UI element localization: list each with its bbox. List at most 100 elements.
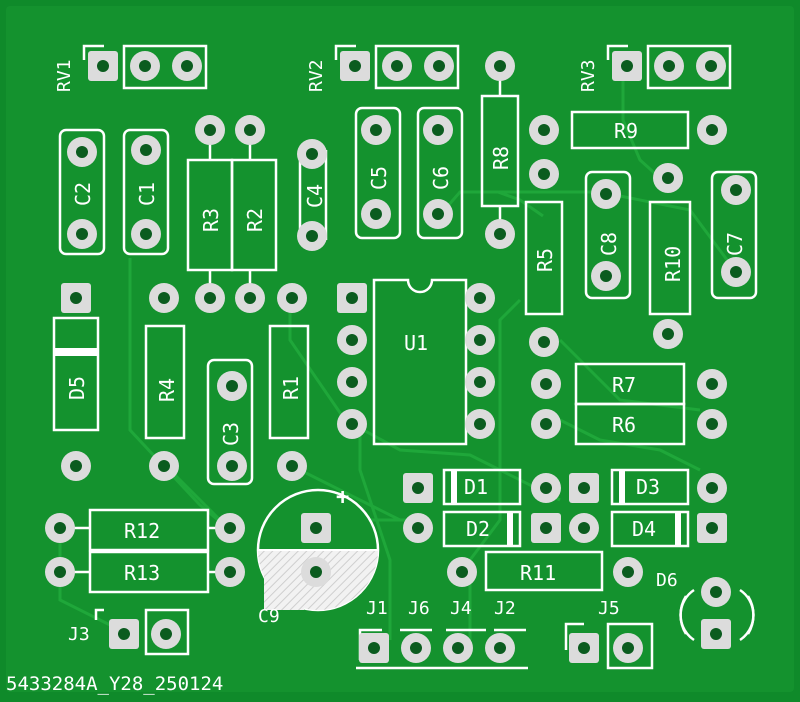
pad-hole xyxy=(663,60,675,72)
pad-hole xyxy=(474,376,486,388)
pad-hole xyxy=(310,566,322,578)
pad-hole xyxy=(118,628,130,640)
pad-hole xyxy=(433,60,445,72)
pad-hole xyxy=(540,522,552,534)
pad-hole xyxy=(432,124,444,136)
pads xyxy=(45,51,751,663)
label-d2: D2 xyxy=(466,517,490,541)
label-r11: R11 xyxy=(520,561,556,585)
pad-hole xyxy=(368,642,380,654)
pad-hole xyxy=(97,60,109,72)
pad-hole xyxy=(410,642,422,654)
pad-hole xyxy=(730,184,742,196)
label-j5: J5 xyxy=(598,598,620,619)
pad-hole xyxy=(226,380,238,392)
pad-hole xyxy=(600,188,612,200)
pad-hole xyxy=(538,168,550,180)
label-r7: R7 xyxy=(612,373,636,397)
pad-hole xyxy=(306,148,318,160)
pad-hole xyxy=(474,334,486,346)
pad-hole xyxy=(158,292,170,304)
silkscreen-outlines xyxy=(52,44,758,670)
pad-hole xyxy=(140,228,152,240)
pad-hole xyxy=(710,586,722,598)
label-j3: J3 xyxy=(68,624,90,645)
label-rv2: RV2 xyxy=(306,59,327,92)
label-d6: D6 xyxy=(656,570,678,591)
pad-hole xyxy=(578,522,590,534)
pad-hole xyxy=(346,376,358,388)
pad-hole xyxy=(286,292,298,304)
label-c1: C1 xyxy=(135,182,159,206)
pad-hole xyxy=(494,60,506,72)
pad-hole xyxy=(346,292,358,304)
label-r5: R5 xyxy=(533,248,557,272)
pad-hole xyxy=(204,124,216,136)
pad-hole xyxy=(306,230,318,242)
pad-hole xyxy=(474,292,486,304)
pad-hole xyxy=(391,60,403,72)
pad-hole xyxy=(622,566,634,578)
pad-hole xyxy=(662,172,674,184)
pad-hole xyxy=(160,628,172,640)
pad-hole xyxy=(540,378,552,390)
pad-hole xyxy=(452,642,464,654)
label-plus: + xyxy=(336,485,349,510)
pad-hole xyxy=(578,642,590,654)
pad-hole xyxy=(730,266,742,278)
pad-hole xyxy=(706,522,718,534)
pad-hole xyxy=(538,124,550,136)
label-u1: U1 xyxy=(404,331,428,355)
pad-hole xyxy=(432,208,444,220)
label-d5: D5 xyxy=(65,376,89,400)
capacitor-c9 xyxy=(256,488,380,612)
label-c3: C3 xyxy=(219,422,243,446)
label-r13: R13 xyxy=(124,561,160,585)
pad-hole xyxy=(412,482,424,494)
pad-hole xyxy=(538,336,550,348)
pad-hole xyxy=(622,642,634,654)
pad-hole xyxy=(600,270,612,282)
pad-hole xyxy=(140,144,152,156)
pad-hole xyxy=(70,460,82,472)
pad-hole xyxy=(310,522,322,534)
label-c6: C6 xyxy=(429,166,453,190)
pad-hole xyxy=(706,124,718,136)
silkscreen-labels: RV1 RV2 RV3 C2 C1 R3 R2 C4 C5 C6 R8 R9 C… xyxy=(6,59,747,695)
label-r6: R6 xyxy=(612,413,636,437)
label-d1: D1 xyxy=(464,475,488,499)
label-r8: R8 xyxy=(489,146,513,170)
copper-pour xyxy=(6,6,794,692)
pad-hole xyxy=(224,522,236,534)
pad-hole xyxy=(456,566,468,578)
label-d3: D3 xyxy=(636,475,660,499)
label-rv3: RV3 xyxy=(578,59,599,92)
pad-hole xyxy=(370,124,382,136)
label-c4: C4 xyxy=(303,184,327,208)
pad-hole xyxy=(244,292,256,304)
pad-hole xyxy=(226,460,238,472)
pad-hole xyxy=(349,60,361,72)
pad-hole xyxy=(706,482,718,494)
label-c5: C5 xyxy=(367,166,391,190)
pad-hole xyxy=(662,328,674,340)
label-rv1: RV1 xyxy=(54,59,75,92)
pad-hole xyxy=(621,60,633,72)
pad-hole xyxy=(346,334,358,346)
pad-hole xyxy=(224,566,236,578)
label-r10: R10 xyxy=(661,246,685,282)
label-c7: C7 xyxy=(723,232,747,256)
label-r12: R12 xyxy=(124,519,160,543)
label-c8: C8 xyxy=(597,232,621,256)
pad-hole xyxy=(54,522,66,534)
pad-hole xyxy=(540,482,552,494)
pad-hole xyxy=(286,460,298,472)
pad-hole xyxy=(76,228,88,240)
label-r4: R4 xyxy=(155,378,179,402)
pad-hole xyxy=(370,208,382,220)
pad-hole xyxy=(158,460,170,472)
label-r1: R1 xyxy=(279,376,303,400)
pad-hole xyxy=(412,522,424,534)
pad-hole xyxy=(710,628,722,640)
